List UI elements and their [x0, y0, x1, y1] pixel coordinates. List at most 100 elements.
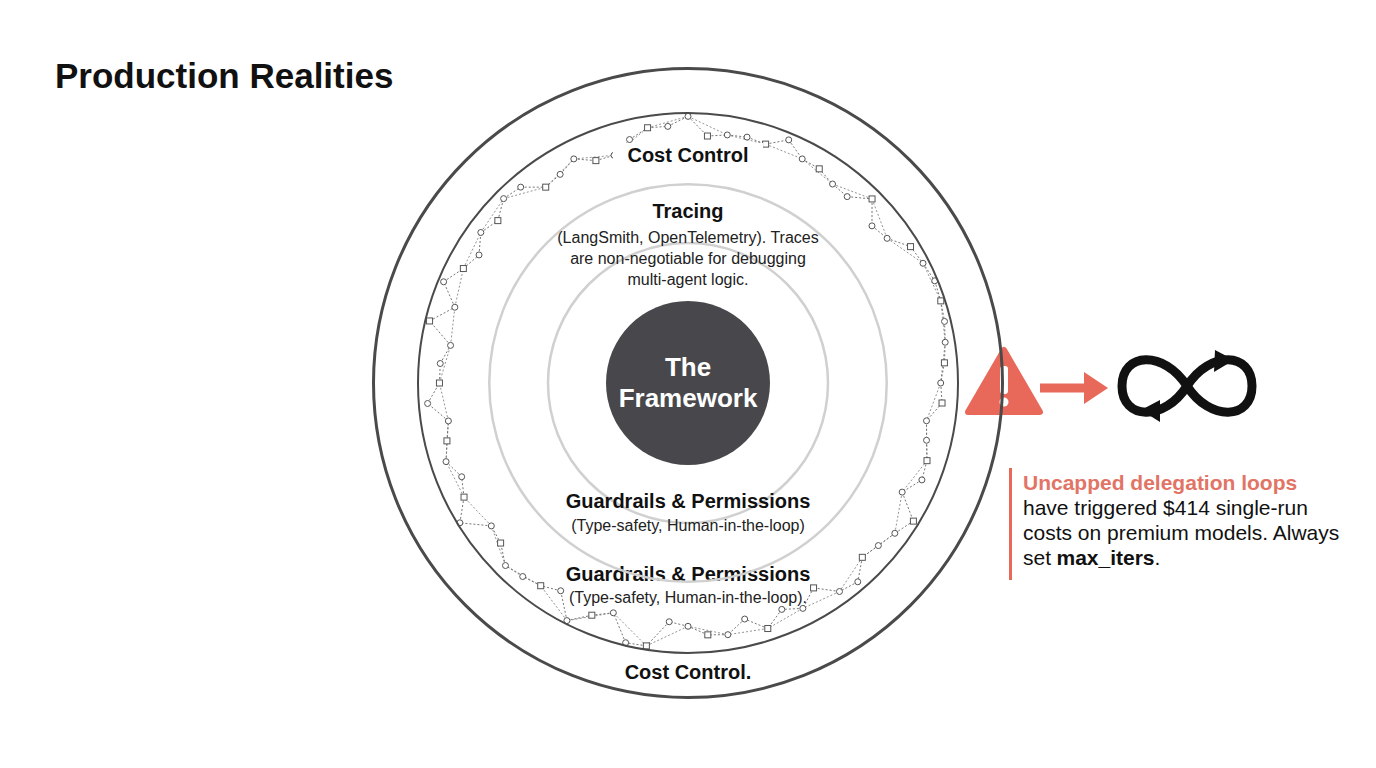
- network-node: [779, 606, 785, 612]
- network-node: [765, 626, 771, 632]
- network-node: [460, 266, 466, 272]
- infinity-loop: [1122, 360, 1252, 413]
- network-link: [430, 321, 451, 345]
- ring-heading: Tracing: [628, 199, 748, 223]
- network-node: [558, 588, 564, 594]
- network-node: [665, 123, 671, 129]
- warning-triangle: [968, 350, 1040, 412]
- network-link: [446, 462, 464, 498]
- network-node: [557, 171, 563, 177]
- circle-shape: [489, 184, 887, 582]
- network-link: [802, 159, 832, 184]
- network-node: [452, 304, 458, 310]
- network-node: [571, 156, 577, 162]
- warning-callout: Uncapped delegation loopshave triggered …: [1023, 470, 1353, 570]
- network-node: [919, 477, 925, 483]
- network-node: [444, 438, 450, 444]
- network-node: [924, 437, 930, 443]
- ring-body: (Type-safety, Human-in-the-loop): [543, 515, 833, 536]
- network-node: [476, 252, 482, 258]
- network-node: [875, 543, 881, 549]
- network-node: [593, 158, 599, 164]
- network-link: [887, 238, 910, 246]
- network-node: [685, 623, 691, 629]
- guardrails-ring: Guardrails & Permissions(Type-safety, Hu…: [417, 112, 959, 654]
- network-node: [942, 318, 948, 324]
- network-node: [589, 612, 595, 618]
- network-node: [445, 418, 451, 424]
- network-link: [464, 497, 491, 526]
- network-node: [543, 184, 549, 190]
- network-link: [451, 307, 455, 345]
- network-node: [941, 360, 947, 366]
- network-node: [899, 489, 905, 495]
- network-node: [437, 361, 443, 367]
- ring-heading: Guardrails & Permissions: [548, 489, 828, 513]
- network-link: [839, 557, 862, 591]
- network-node: [520, 574, 526, 580]
- callout-bar: [1009, 468, 1012, 580]
- network-node: [538, 583, 544, 589]
- network-node: [448, 342, 454, 348]
- network-node: [830, 181, 836, 187]
- network-link: [728, 629, 768, 635]
- network-node: [502, 563, 508, 569]
- network-link: [688, 116, 727, 135]
- network-node: [725, 632, 731, 638]
- circle-shape: [418, 113, 958, 653]
- network-link: [444, 282, 455, 307]
- callout-text: .: [1155, 546, 1161, 569]
- network-node: [859, 554, 865, 560]
- network-node: [884, 235, 890, 241]
- network-link: [768, 608, 803, 628]
- network-node: [627, 137, 633, 143]
- network-link: [455, 269, 464, 308]
- network-link: [481, 199, 504, 233]
- network-link: [567, 615, 592, 620]
- framework-core: The Framework: [606, 301, 770, 465]
- network-node: [892, 530, 898, 536]
- network-link: [847, 197, 872, 199]
- network-link: [546, 159, 574, 187]
- network-link: [613, 613, 625, 643]
- network-node: [643, 643, 649, 649]
- circle-shape: [374, 69, 1003, 698]
- network-node: [910, 518, 916, 524]
- network-link: [895, 492, 902, 533]
- network-node: [685, 113, 691, 119]
- network-link: [902, 461, 927, 492]
- network-link: [833, 184, 873, 199]
- circle-shape: [606, 301, 770, 465]
- network-node: [705, 632, 711, 638]
- network-link: [460, 497, 464, 523]
- network-link: [521, 187, 546, 188]
- network-link: [460, 523, 491, 526]
- network-node: [939, 400, 945, 406]
- network-link: [766, 144, 803, 159]
- network-node: [724, 132, 730, 138]
- callout-heading: Uncapped delegation loops: [1023, 470, 1353, 495]
- network-link: [613, 613, 646, 646]
- network-link: [505, 566, 540, 586]
- network-node: [744, 134, 750, 140]
- network-node: [436, 380, 442, 386]
- network-node: [501, 196, 507, 202]
- ring-heading: The Framework: [618, 352, 758, 414]
- network-node: [855, 579, 861, 585]
- network-node: [425, 400, 431, 406]
- network-node: [427, 318, 433, 324]
- network-link: [504, 187, 546, 198]
- network-node: [478, 229, 484, 235]
- network-node: [786, 137, 792, 143]
- network-node: [920, 260, 926, 266]
- network-node: [704, 133, 710, 139]
- network-node: [459, 474, 465, 480]
- loop-arrowhead: [1141, 400, 1160, 422]
- network-node: [844, 194, 850, 200]
- ring-heading: Cost Control: [613, 143, 763, 167]
- network-node: [811, 585, 817, 591]
- network-link: [814, 588, 840, 592]
- callout-code: max_iters: [1056, 546, 1154, 569]
- network-node: [938, 380, 944, 386]
- network-node: [816, 166, 822, 172]
